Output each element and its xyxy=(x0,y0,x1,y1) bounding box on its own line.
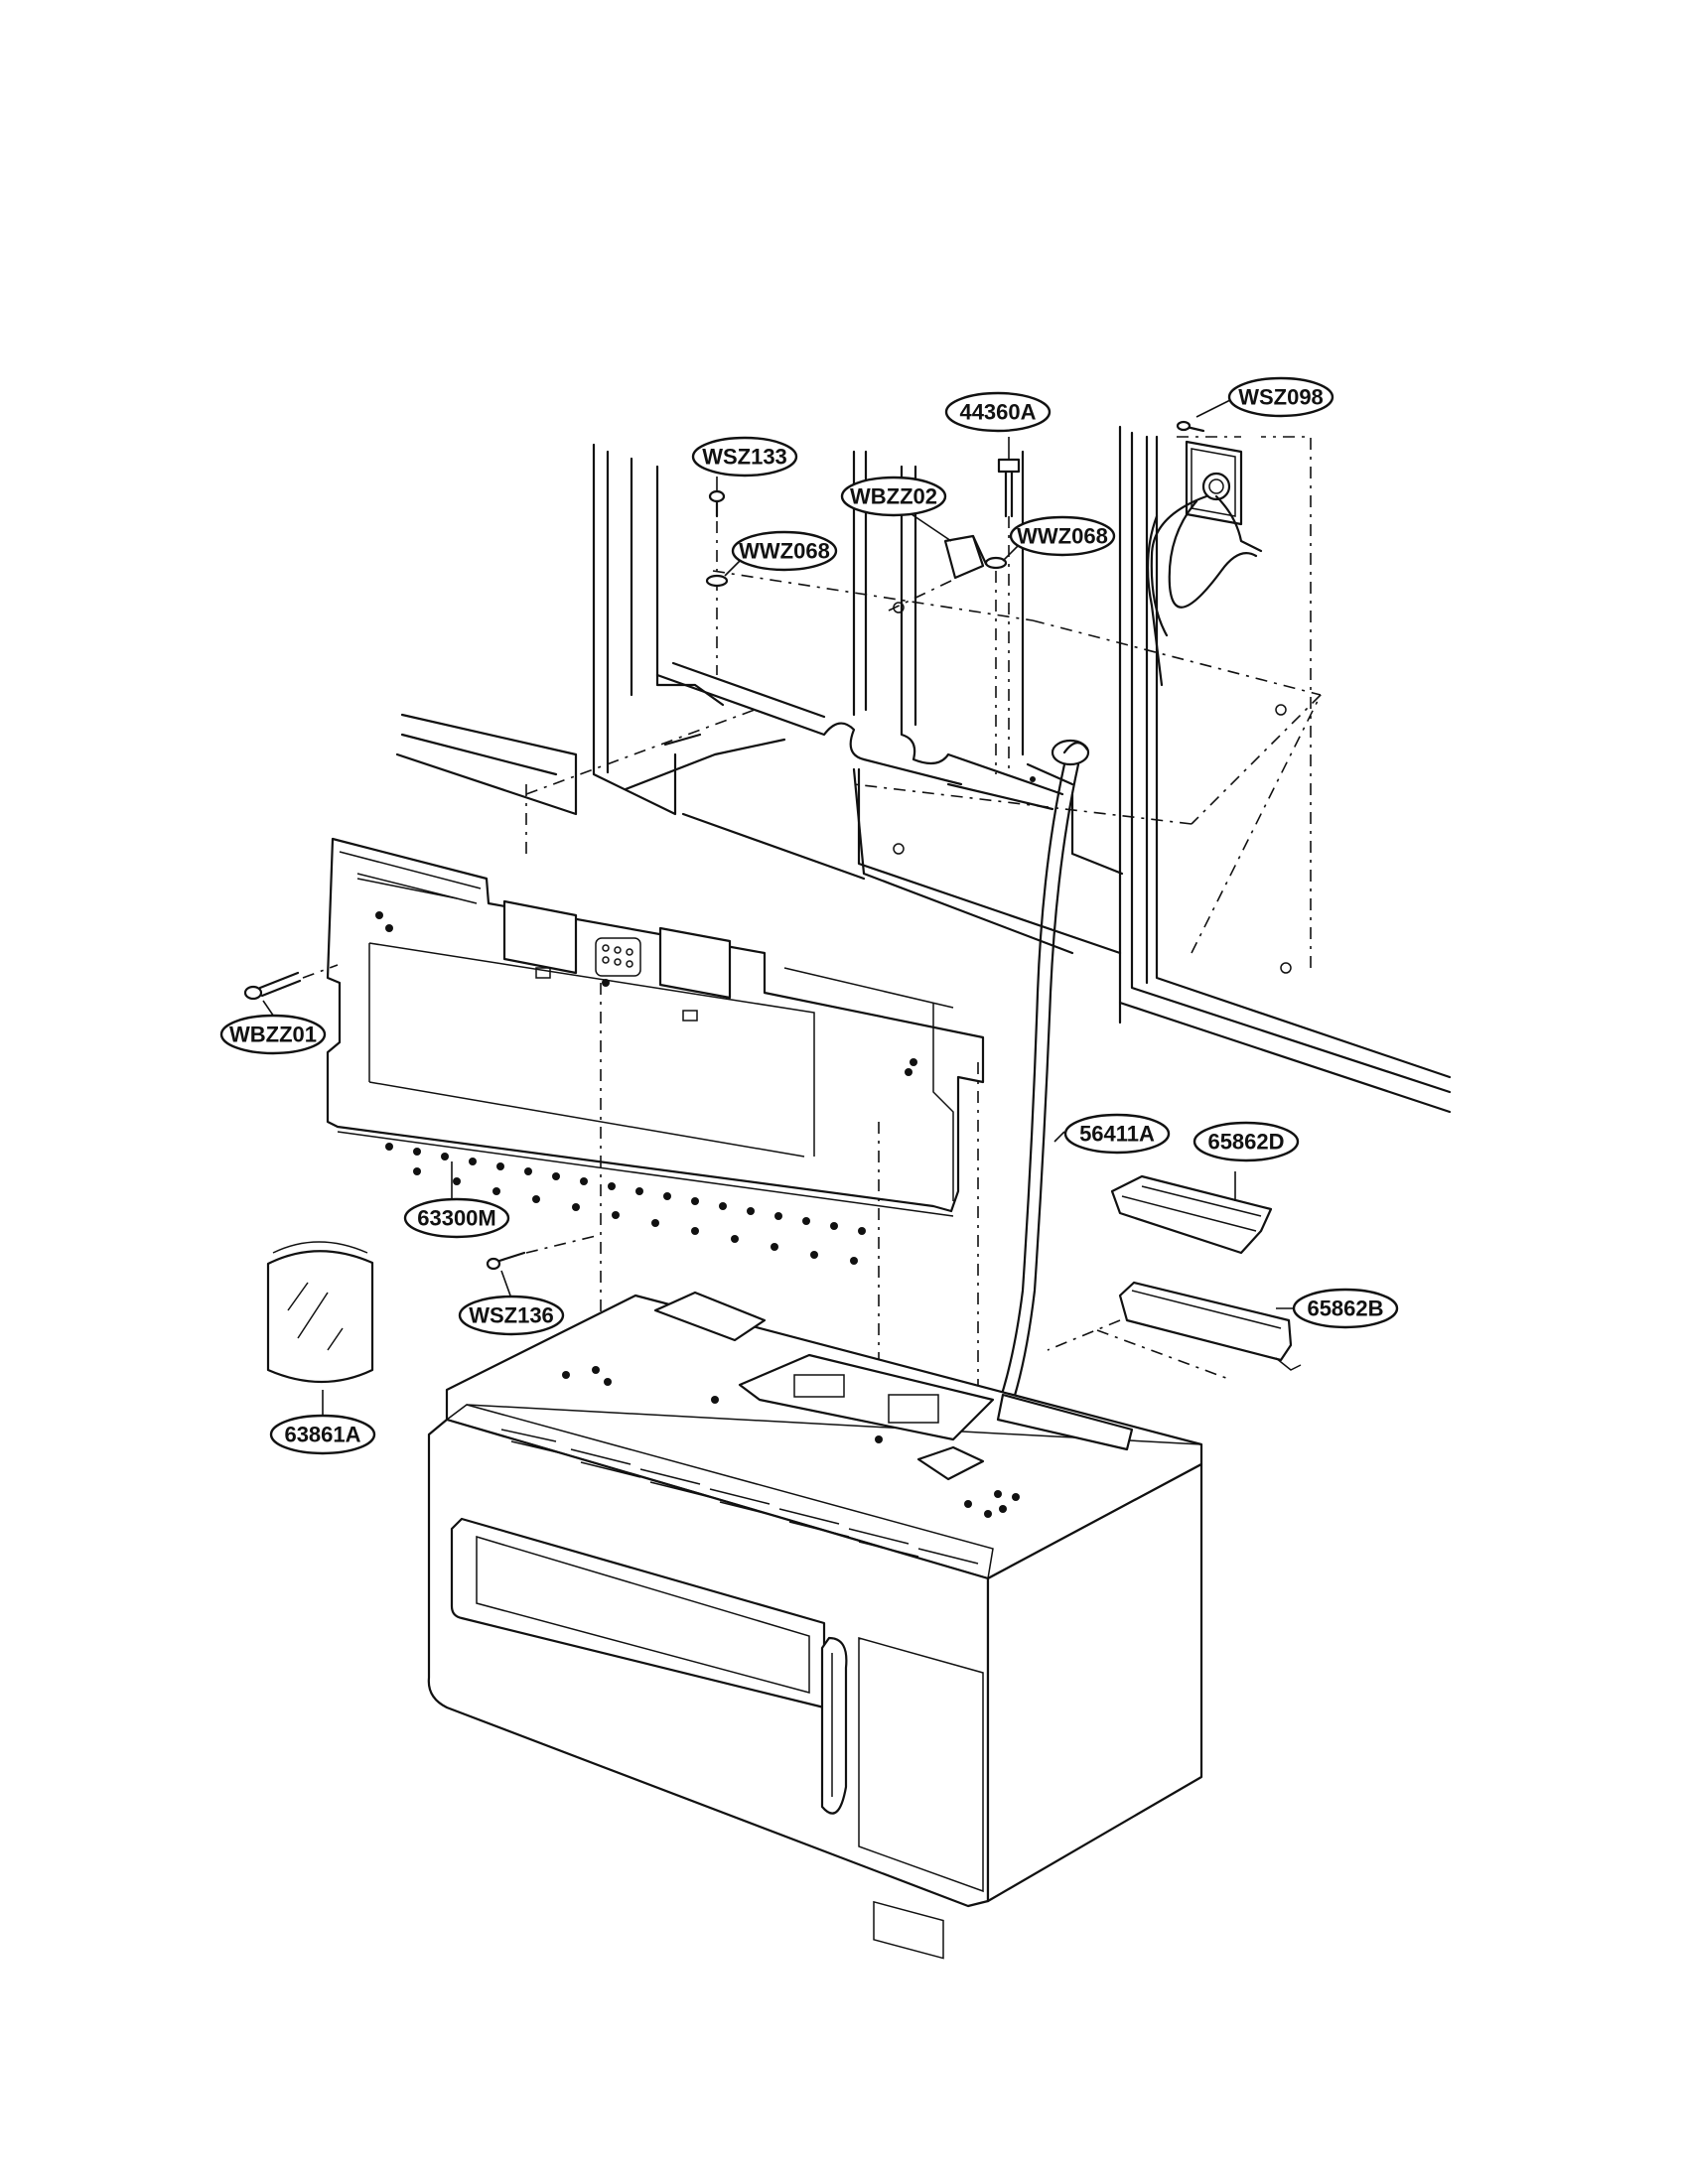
mounting-plate xyxy=(326,837,985,1411)
label-wwz068-left: WWZ068 xyxy=(731,530,838,572)
label-65862b: 65862B xyxy=(1292,1288,1399,1329)
label-wwz068-right: WWZ068 xyxy=(1009,515,1116,557)
label-44360a: 44360A xyxy=(944,391,1052,433)
label-wsz133: WSZ133 xyxy=(691,436,798,478)
label-wbzz02: WBZZ02 xyxy=(840,476,947,517)
wbzz01-bolt xyxy=(243,964,339,1001)
svg-text:WBZZ01: WBZZ01 xyxy=(229,1023,317,1047)
upper-cabinet xyxy=(395,425,1452,1114)
label-wbzz01: WBZZ01 xyxy=(219,1014,327,1055)
label-63861a: 63861A xyxy=(269,1414,376,1455)
svg-text:65862B: 65862B xyxy=(1307,1297,1383,1321)
svg-text:WWZ068: WWZ068 xyxy=(739,539,830,564)
svg-text:44360A: 44360A xyxy=(959,400,1036,425)
label-63300m: 63300M xyxy=(403,1197,510,1239)
svg-text:WSZ098: WSZ098 xyxy=(1238,385,1324,410)
label-65862d: 65862D xyxy=(1193,1121,1300,1162)
top-hardware xyxy=(705,420,1205,782)
label-wsz136: WSZ136 xyxy=(458,1295,565,1336)
parts-bag-63861a xyxy=(266,1241,374,1384)
wsz136-screw xyxy=(486,1235,597,1271)
svg-text:56411A: 56411A xyxy=(1079,1122,1155,1147)
label-wsz098: WSZ098 xyxy=(1227,376,1334,418)
microwave-oven xyxy=(427,1291,1203,1960)
filter-cover-65862d xyxy=(1110,1174,1273,1255)
svg-text:WSZ136: WSZ136 xyxy=(469,1303,554,1328)
svg-text:WSZ133: WSZ133 xyxy=(702,445,787,470)
svg-text:65862D: 65862D xyxy=(1207,1130,1284,1155)
damper-box-65862b xyxy=(1047,1281,1302,1381)
svg-text:63861A: 63861A xyxy=(284,1423,360,1447)
label-56411a: 56411A xyxy=(1063,1113,1171,1155)
svg-text:63300M: 63300M xyxy=(417,1206,496,1231)
svg-text:WBZZ02: WBZZ02 xyxy=(850,484,937,509)
power-cord-assembly xyxy=(966,440,1263,1466)
svg-text:WWZ068: WWZ068 xyxy=(1017,524,1108,549)
